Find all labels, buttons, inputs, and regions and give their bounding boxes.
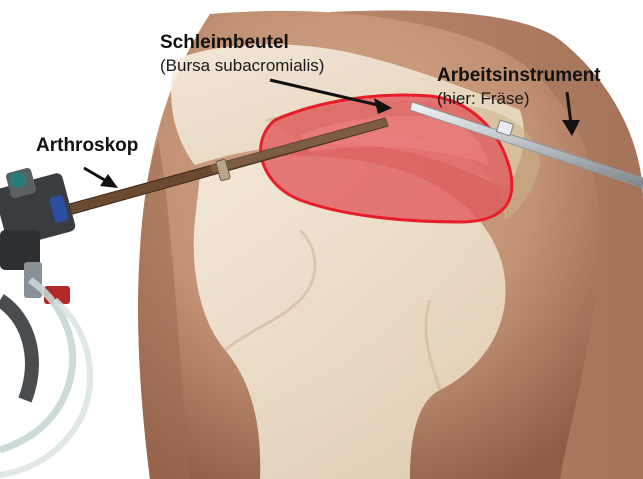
instrument-title-label: Arbeitsinstrument xyxy=(437,66,601,85)
bursa-subtitle-label: (Bursa subacromialis) xyxy=(160,57,324,74)
instrument-subtitle-label: (hier: Fräse) xyxy=(437,90,530,107)
bursa-title-label: Schleimbeutel xyxy=(160,33,289,52)
arthroscope-label: Arthroskop xyxy=(36,136,138,155)
